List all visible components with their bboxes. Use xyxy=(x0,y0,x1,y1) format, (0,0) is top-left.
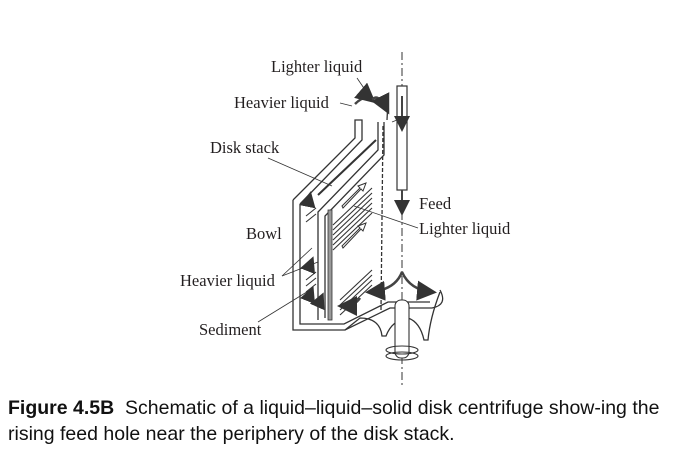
label-bowl: Bowl xyxy=(246,224,282,243)
label-sediment: Sediment xyxy=(199,320,262,339)
spindle xyxy=(385,299,419,361)
label-feed: Feed xyxy=(419,194,452,213)
lighter-liquid-arrows xyxy=(341,182,367,249)
distribution-arrows xyxy=(337,82,437,316)
label-lighter-liquid-mid: Lighter liquid xyxy=(419,219,511,238)
label-lighter-liquid-top: Lighter liquid xyxy=(271,57,363,76)
label-heavier-liquid-top: Heavier liquid xyxy=(234,93,329,112)
feed-pipe xyxy=(394,85,410,216)
label-heavier-liquid-low: Heavier liquid xyxy=(180,271,275,290)
centrifuge-diagram xyxy=(257,52,444,388)
caption-text: Schematic of a liquid–liquid–solid disk … xyxy=(8,397,660,445)
leader-lines xyxy=(257,77,419,323)
disk-stack xyxy=(305,139,377,316)
figure-caption: Figure 4.5B Schematic of a liquid–liquid… xyxy=(8,395,698,447)
figure-number: Figure 4.5B xyxy=(8,397,115,419)
feed-riser xyxy=(327,209,333,321)
label-disk-stack: Disk stack xyxy=(210,138,280,157)
